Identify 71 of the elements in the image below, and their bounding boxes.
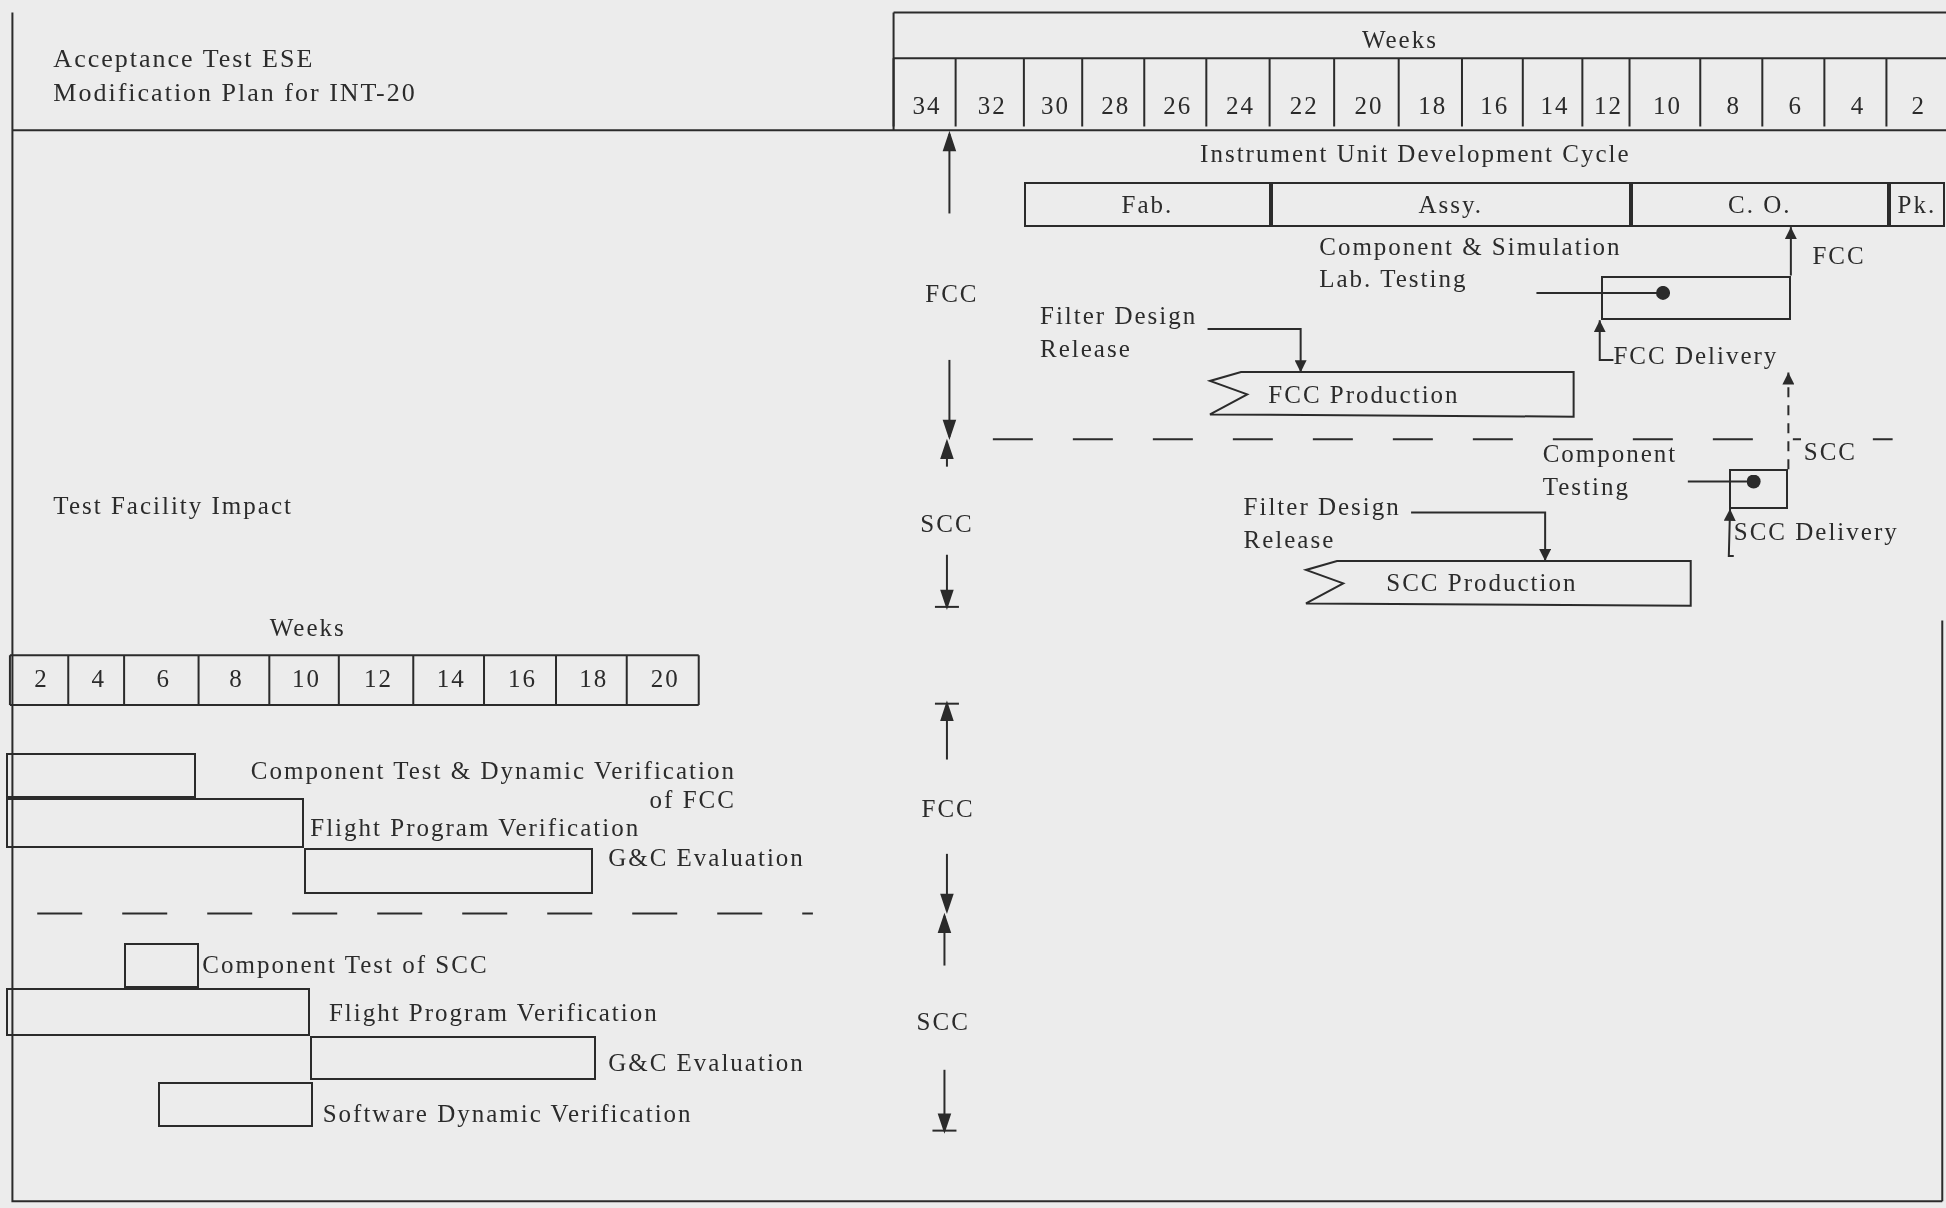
schedule-bar (6, 753, 197, 798)
week-number: 12 (364, 663, 393, 694)
section-heading: Test Facility Impact (53, 491, 293, 522)
task-label: Component Test & Dynamic Verification of FCC (249, 757, 736, 815)
task-label: G&C Evaluation (608, 843, 805, 873)
week-number: 2 (34, 663, 49, 694)
week-number: 6 (1788, 90, 1804, 121)
schedule-bar (124, 943, 199, 988)
schedule-bar (310, 1036, 596, 1080)
task-label: Component Test of SCC (202, 950, 489, 980)
week-number: 16 (1480, 90, 1510, 121)
week-number: 12 (1593, 90, 1623, 121)
diagram-title: Acceptance Test ESE Modification Plan for INT-20 (53, 43, 418, 109)
week-number: 18 (1418, 90, 1448, 121)
week-number: 24 (1225, 90, 1255, 121)
arrow (1723, 507, 1736, 557)
week-number: 4 (1850, 90, 1866, 121)
week-number: 8 (229, 663, 244, 694)
annotation-text: FCC Delivery (1613, 340, 1843, 373)
week-number: 8 (1726, 90, 1741, 121)
phase-segment: C. O. (1630, 182, 1889, 228)
span-label: SCC (916, 1006, 970, 1037)
arrow (1410, 511, 1552, 562)
annotation-text: Component & Simulation Lab. Testing (1319, 230, 1655, 296)
arrow (1784, 226, 1797, 277)
production-bar: SCC Production (1305, 560, 1691, 606)
span-label: SCC (920, 508, 974, 539)
task-label: Software Dynamic Verification (322, 1099, 693, 1129)
week-number: 6 (156, 663, 172, 694)
week-number: 18 (579, 663, 609, 694)
phase-segment: Assy. (1270, 182, 1631, 228)
week-number: 22 (1289, 90, 1319, 121)
week-number: 16 (508, 663, 537, 694)
span-label: FCC (921, 794, 975, 825)
leader-line (1686, 474, 1761, 489)
axis-title: Weeks (1361, 24, 1438, 55)
week-number: 26 (1163, 90, 1193, 121)
week-number: 28 (1101, 90, 1131, 121)
arrow (1593, 319, 1615, 361)
week-number: 4 (91, 663, 106, 694)
phase-segment: Fab. (1023, 182, 1271, 228)
task-label: G&C Evaluation (608, 1048, 805, 1078)
arrow (1206, 327, 1307, 374)
annotation-text: Component Testing (1542, 438, 1729, 504)
leader-line (1535, 285, 1670, 300)
week-number: 2 (1911, 90, 1926, 121)
task-label: Flight Program Verification (310, 814, 641, 843)
span-label: FCC (925, 279, 979, 310)
week-number: 10 (292, 663, 322, 694)
schedule-bar (157, 1082, 313, 1127)
schedule-bar (304, 847, 594, 894)
schedule-bar (6, 987, 311, 1037)
week-number: 20 (1354, 90, 1384, 121)
week-number: 32 (977, 90, 1007, 121)
week-number: 20 (650, 663, 680, 694)
axis-title: Weeks (269, 613, 346, 644)
schedule-bar (1728, 469, 1789, 509)
chart-heading: Instrument Unit Development Cycle (1200, 139, 1631, 169)
phase-segment: Pk. (1888, 182, 1945, 228)
week-number: 10 (1652, 90, 1682, 121)
week-number: 30 (1041, 90, 1071, 121)
schedule-bar (6, 798, 305, 848)
week-number: 14 (1540, 90, 1570, 121)
week-number: 14 (436, 663, 466, 694)
arrow (1782, 371, 1795, 471)
annotation-text: Filter Design Release (1040, 300, 1208, 366)
annotation-text: Filter Design Release (1243, 491, 1412, 557)
annotation-text: SCC Delivery (1733, 516, 1945, 549)
week-number: 34 (912, 90, 942, 121)
schedule-bar (1600, 275, 1791, 321)
task-label: Flight Program Verification (328, 999, 659, 1028)
